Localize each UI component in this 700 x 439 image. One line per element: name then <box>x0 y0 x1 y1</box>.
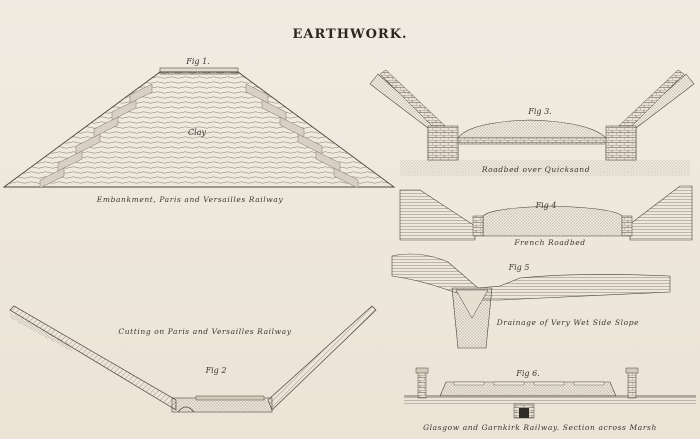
fig2-cutting: Cutting on Paris and Versailles Railway … <box>9 305 377 413</box>
fig2-label: Fig 2 <box>205 366 227 375</box>
fig5-drainage: Fig 5 Drainage of Very Wet Side Slope <box>391 253 671 349</box>
fig5-label: Fig 5 <box>508 263 530 272</box>
fig3-label: Fig 3. <box>527 107 551 116</box>
plate-title: EARTHWORK. <box>292 27 407 42</box>
fig6-label: Fig 6. <box>515 369 539 378</box>
fig3-quicksand: Fig 3. Roadbed over Quicksand <box>369 69 695 176</box>
fig5-caption: Drainage of Very Wet Side Slope <box>496 318 639 327</box>
fig3-caption: Roadbed over Quicksand <box>481 165 590 174</box>
fig1-embankment: Fig 1. Clay Embankment, Paris and Versai… <box>2 57 396 204</box>
fig1-material-label: Clay <box>188 128 206 137</box>
fig1-label: Fig 1. <box>185 57 209 66</box>
fig4-caption: French Roadbed <box>513 238 585 247</box>
fig1-caption: Embankment, Paris and Versailles Railway <box>96 195 284 204</box>
fig4-label: Fig 4 <box>535 201 557 210</box>
fig2-caption: Cutting on Paris and Versailles Railway <box>118 327 291 336</box>
fig6-marsh-section: Fig 6. Glasgow and Garnkirk Railway. Sec… <box>404 367 696 432</box>
fig4-french-roadbed: Fig 4 French Roadbed <box>399 185 693 247</box>
fig6-caption: Glasgow and Garnkirk Railway. Section ac… <box>423 423 657 432</box>
